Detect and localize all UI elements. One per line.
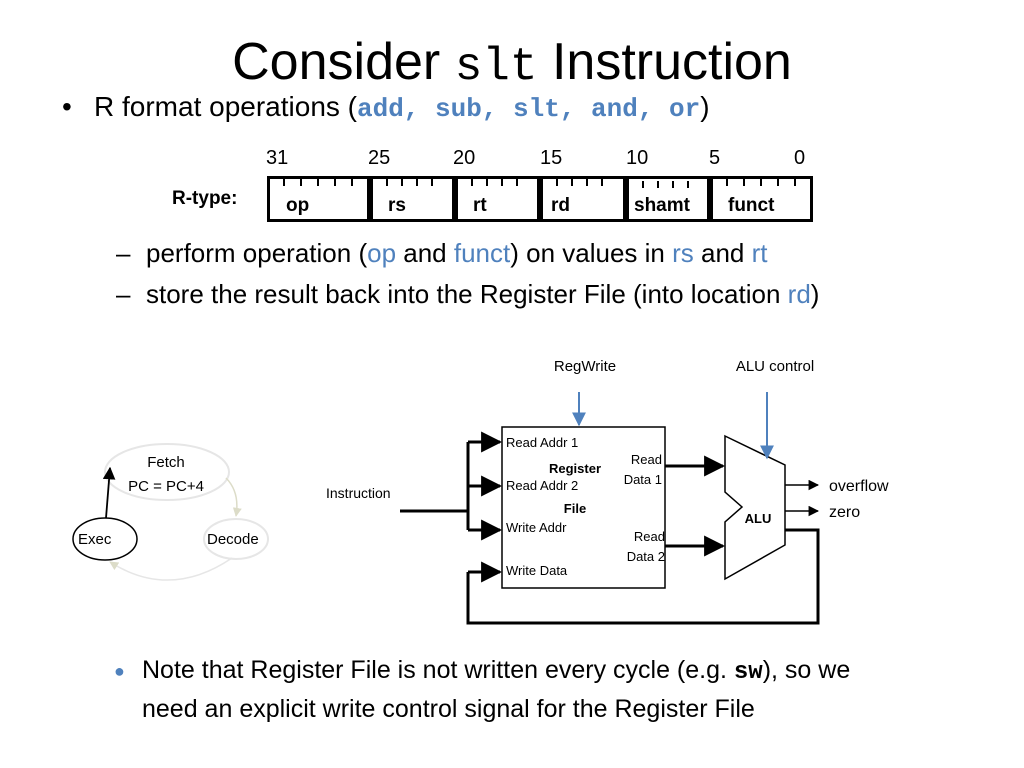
title-suffix: Instruction	[537, 33, 792, 91]
decode-ellipse	[203, 518, 269, 560]
field-rd: rd	[540, 176, 626, 222]
field-rs: rs	[370, 176, 455, 222]
sub1-funct: funct	[453, 238, 511, 268]
field-op: op	[267, 176, 370, 222]
bit-number-15: 15	[540, 147, 563, 169]
exec-label: Exec	[78, 531, 112, 548]
field-rd-ticks	[556, 179, 603, 186]
sub-dash: –	[116, 238, 131, 268]
note-bullet: ● Note that Register File is not written …	[114, 652, 850, 727]
bit-number-25: 25	[368, 147, 391, 169]
field-shamt-label: shamt	[634, 195, 690, 216]
bullet-ops: add, sub, slt, and, or	[357, 94, 701, 124]
note-line-1: ● Note that Register File is not written …	[114, 652, 850, 691]
decode-to-exec-arrow	[109, 557, 233, 581]
instruction-bus	[400, 442, 470, 530]
note-text-1: Note that Register File is not written e…	[142, 656, 734, 684]
read-data1-label: Data 1	[624, 472, 662, 487]
bullet-r-format: • R format operations (add, sub, slt, and…	[62, 88, 710, 128]
page-title: Consider slt Instruction	[0, 30, 1024, 99]
sub2-rd: rd	[787, 279, 811, 309]
sub-bullet-perform: –perform operation (op and funct) on val…	[116, 236, 768, 270]
sub1-op: op	[367, 238, 397, 268]
sub1-rs: rs	[672, 238, 694, 268]
sub1-text-1: perform operation (	[146, 238, 368, 268]
fetch-label: Fetch	[147, 454, 185, 471]
read-addr1-label: Read Addr 1	[506, 435, 578, 450]
field-op-label: op	[286, 195, 310, 216]
register-file-box	[501, 426, 666, 589]
r-type-label: R-type:	[172, 188, 238, 209]
overflow-label: overflow	[829, 478, 889, 495]
field-rt-ticks	[471, 179, 518, 186]
note-line-2: need an explicit write control signal fo…	[142, 695, 755, 723]
bit-number-5: 5	[709, 147, 721, 169]
bit-number-31: 31	[266, 147, 289, 169]
read-addr2-label: Read Addr 2	[506, 478, 578, 493]
bullet-marker: •	[62, 91, 72, 122]
field-funct-ticks	[726, 179, 796, 186]
sub-bullet-store: –store the result back into the Register…	[116, 277, 819, 311]
bullet-text: R format operations (	[94, 91, 357, 122]
exec-to-fetch-arrow	[102, 466, 116, 519]
sub2-text-2: )	[810, 279, 820, 309]
instruction-cycle: Fetch PC = PC+4 Exec Decode	[72, 443, 269, 581]
sub-dash: –	[116, 279, 131, 309]
sub1-text-2: and	[396, 238, 454, 268]
instruction-label: Instruction	[326, 485, 391, 501]
field-funct-label: funct	[728, 195, 775, 216]
read-data2-read-label: Read	[634, 529, 665, 544]
note-marker: ●	[114, 661, 125, 682]
feedback-wire	[466, 528, 820, 625]
bit-number-20: 20	[453, 147, 476, 169]
alu-shape	[724, 434, 786, 581]
sub1-rt: rt	[751, 238, 768, 268]
field-rt-label: rt	[473, 195, 487, 216]
write-data-label: Write Data	[506, 563, 568, 578]
register-label: Register	[549, 461, 601, 476]
write-addr-label: Write Addr	[506, 520, 567, 535]
sub1-text-4: and	[693, 238, 752, 268]
sub1-text-3: ) on values in	[510, 238, 673, 268]
file-label: File	[564, 501, 586, 516]
field-funct: funct	[710, 176, 813, 222]
exec-ellipse	[72, 517, 138, 561]
sub2-text-1: store the result back into the Register …	[146, 279, 788, 309]
regwrite-label: RegWrite	[554, 358, 616, 375]
zero-label: zero	[829, 504, 860, 521]
pc-label: PC = PC+4	[128, 478, 204, 495]
decode-label: Decode	[207, 531, 259, 548]
field-rd-label: rd	[551, 195, 570, 216]
bit-number-0: 0	[794, 147, 806, 169]
field-rs-ticks	[386, 179, 433, 186]
field-rs-label: rs	[388, 195, 406, 216]
alu-label: ALU	[745, 511, 772, 526]
title-code: slt	[454, 41, 538, 93]
bit-number-10: 10	[626, 147, 649, 169]
field-rt: rt	[455, 176, 540, 222]
read-data1-read-label: Read	[631, 452, 662, 467]
bullet-close: )	[700, 91, 710, 122]
note-text-2: ), so we	[762, 656, 851, 684]
field-op-ticks	[283, 179, 353, 186]
fetch-to-decode-arrow	[225, 477, 242, 517]
title-prefix: Consider	[232, 33, 455, 91]
note-code: sw	[733, 659, 763, 686]
read-data2-label: Data 2	[627, 549, 665, 564]
alu-control-label: ALU control	[736, 358, 814, 375]
field-shamt-ticks	[642, 181, 689, 188]
field-shamt: shamt	[626, 176, 710, 222]
